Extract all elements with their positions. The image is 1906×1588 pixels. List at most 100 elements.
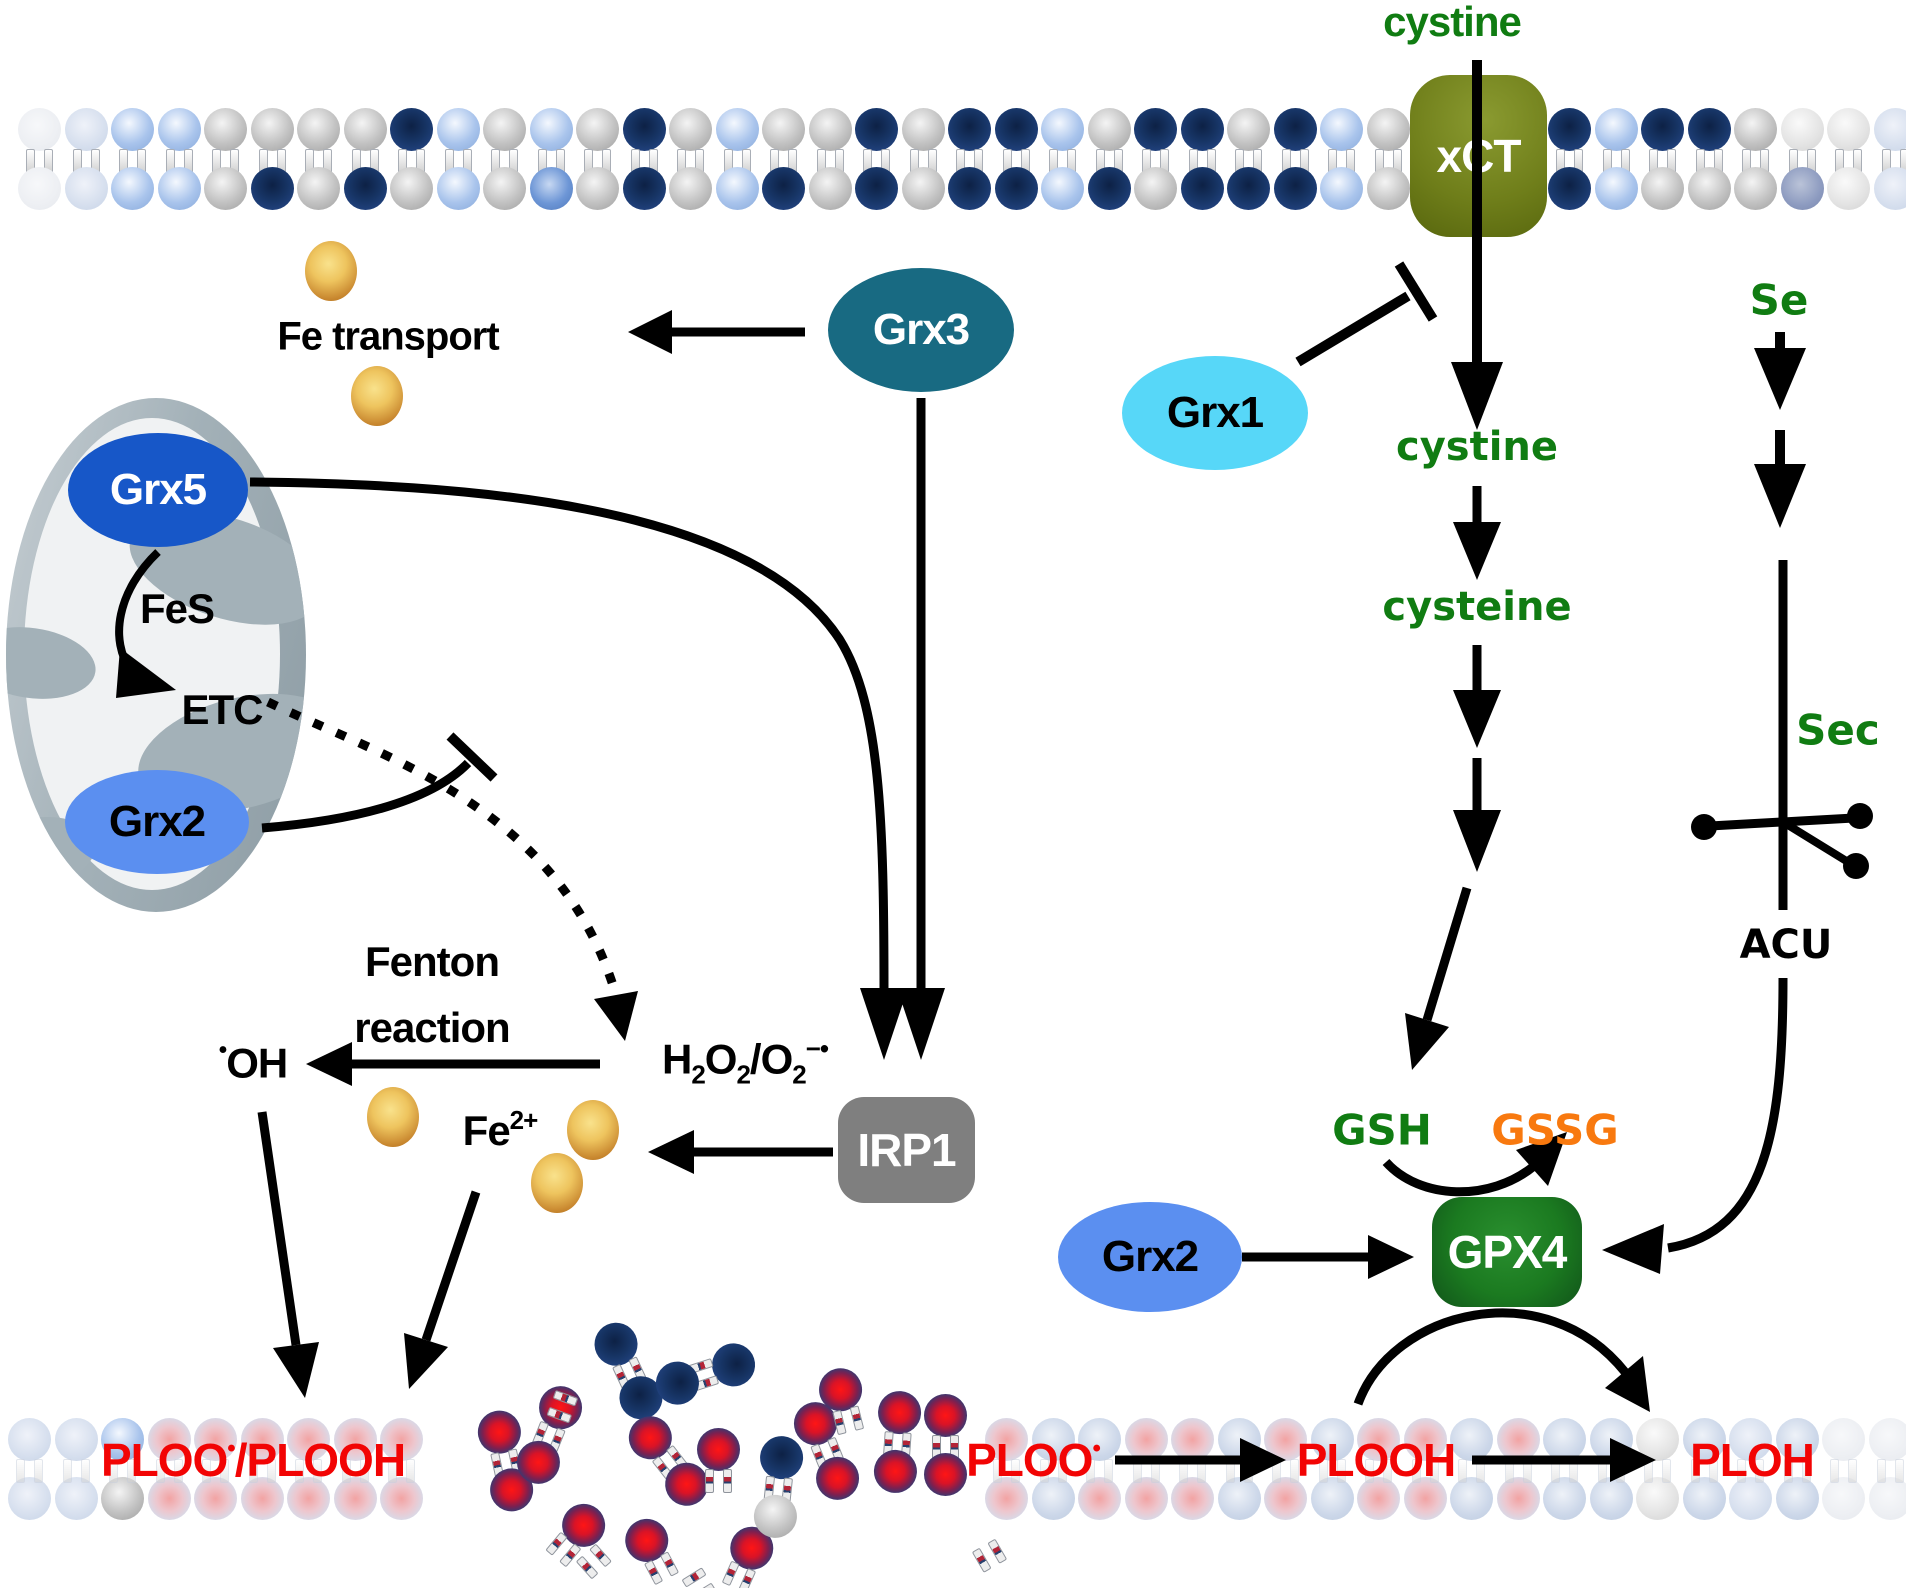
iron-ion-icon	[367, 1087, 419, 1147]
h2o2-part: /O	[749, 1035, 793, 1083]
label-gsh: GSH	[1332, 1105, 1432, 1155]
lipid	[1087, 108, 1131, 210]
lipid	[1320, 108, 1363, 210]
node-grx2-cytosolic: Grx2	[1058, 1202, 1242, 1312]
radical-dot: •	[227, 1435, 235, 1462]
node-gpx4: GPX4	[1432, 1197, 1582, 1307]
fe2-base: Fe	[462, 1107, 511, 1154]
label-acu-anticodon: ACU	[1739, 922, 1833, 968]
node-irp1-label: IRP1	[857, 1124, 956, 1176]
label-fenton-line2: reaction	[354, 1004, 510, 1051]
label-cystine-extracellular: cystine	[1383, 0, 1522, 45]
lipid	[1450, 1418, 1493, 1520]
iron-ion-icon	[531, 1153, 583, 1213]
h2o2-part: −•	[805, 1033, 829, 1064]
lipid	[1403, 1418, 1447, 1520]
lipid	[1687, 108, 1731, 210]
lipid	[54, 1418, 98, 1520]
lipid	[1827, 108, 1870, 210]
lipid	[64, 108, 108, 210]
lipid	[1682, 1418, 1726, 1520]
lipid	[1357, 1418, 1400, 1520]
lipid	[1124, 1418, 1168, 1520]
damaged-lipid	[696, 1427, 740, 1493]
lipid	[1180, 108, 1224, 210]
label-ploo-plooh: PLOO•/PLOOH	[100, 1433, 406, 1487]
iron-ion-icon	[567, 1100, 619, 1160]
h2o2-part: 2	[691, 1059, 706, 1090]
lipid	[1873, 108, 1906, 210]
lipid	[1543, 1418, 1586, 1520]
lipid	[157, 108, 201, 210]
lipid	[1078, 1418, 1121, 1520]
h2o2-part: 2	[792, 1059, 807, 1090]
ploo-plooh-part: /PLOOH	[234, 1434, 406, 1486]
lipid	[1822, 1418, 1865, 1520]
node-grx2-mitochondrial: Grx2	[65, 770, 249, 874]
lipid	[529, 108, 573, 210]
label-ferrous-iron: Fe2+	[462, 1105, 539, 1155]
node-gpx4-label: GPX4	[1447, 1226, 1568, 1278]
ploo-part: PLOO	[966, 1434, 1093, 1486]
lipid	[250, 108, 294, 210]
lipid	[1729, 1418, 1772, 1520]
lipid	[994, 108, 1038, 210]
node-grx3-label: Grx3	[872, 305, 970, 354]
lipid	[204, 108, 247, 210]
label-cystine-cytosolic: cystine	[1395, 424, 1559, 470]
lipid	[333, 1418, 377, 1520]
lipid	[1366, 108, 1410, 210]
label-plooh: PLOOH	[1296, 1434, 1457, 1486]
label-fenton-line1: Fenton	[365, 938, 500, 985]
lipid	[390, 108, 433, 210]
lipid	[380, 1418, 423, 1520]
lipid	[436, 108, 480, 210]
label-ploh: PLOH	[1690, 1434, 1815, 1486]
node-grx2-cyto-label: Grx2	[1101, 1232, 1199, 1281]
lipid	[287, 1418, 330, 1520]
lipid	[1134, 108, 1177, 210]
label-selenium: Se	[1749, 275, 1809, 325]
label-oh-text: OH	[226, 1039, 288, 1087]
lipid	[147, 1418, 191, 1520]
lipid	[1594, 108, 1638, 210]
fe2-sup: 2+	[509, 1105, 539, 1135]
lipid	[808, 108, 852, 210]
node-grx3: Grx3	[828, 268, 1014, 392]
iron-ion-icon	[305, 241, 357, 301]
label-hydroxyl-radical: •OH	[218, 1036, 288, 1088]
label-selenocysteine: Sec	[1796, 705, 1880, 755]
lipid	[1641, 108, 1684, 210]
lipid	[1734, 108, 1777, 210]
lipid	[762, 108, 805, 210]
lipid	[669, 108, 712, 210]
label-cysteine: cysteine	[1382, 584, 1572, 630]
lipid	[1227, 108, 1270, 210]
lipid	[1548, 108, 1591, 210]
label-fe-transport: Fe transport	[277, 314, 499, 359]
lipid	[901, 108, 945, 210]
node-grx1-label: Grx1	[1166, 388, 1264, 437]
lipid	[1780, 108, 1824, 210]
lipid	[948, 108, 991, 210]
lipid	[1171, 1418, 1214, 1520]
damaged-lipid	[923, 1394, 967, 1496]
lipid	[111, 108, 154, 210]
label-gssg: GSSG	[1491, 1105, 1619, 1155]
h2o2-part: O	[704, 1035, 738, 1083]
lipid	[18, 108, 61, 210]
lipid	[715, 108, 759, 210]
lipid	[483, 108, 526, 210]
ploo-plooh-part: PLOO	[100, 1434, 228, 1486]
iron-ion-icon	[351, 366, 403, 426]
lipid	[855, 108, 898, 210]
lipid	[101, 1418, 144, 1520]
node-grx1: Grx1	[1122, 356, 1308, 470]
lipid	[1868, 1418, 1906, 1520]
lipid	[297, 108, 340, 210]
lipid	[1310, 1418, 1354, 1520]
node-irp1: IRP1	[838, 1097, 975, 1203]
radical-dot: •	[218, 1036, 227, 1064]
